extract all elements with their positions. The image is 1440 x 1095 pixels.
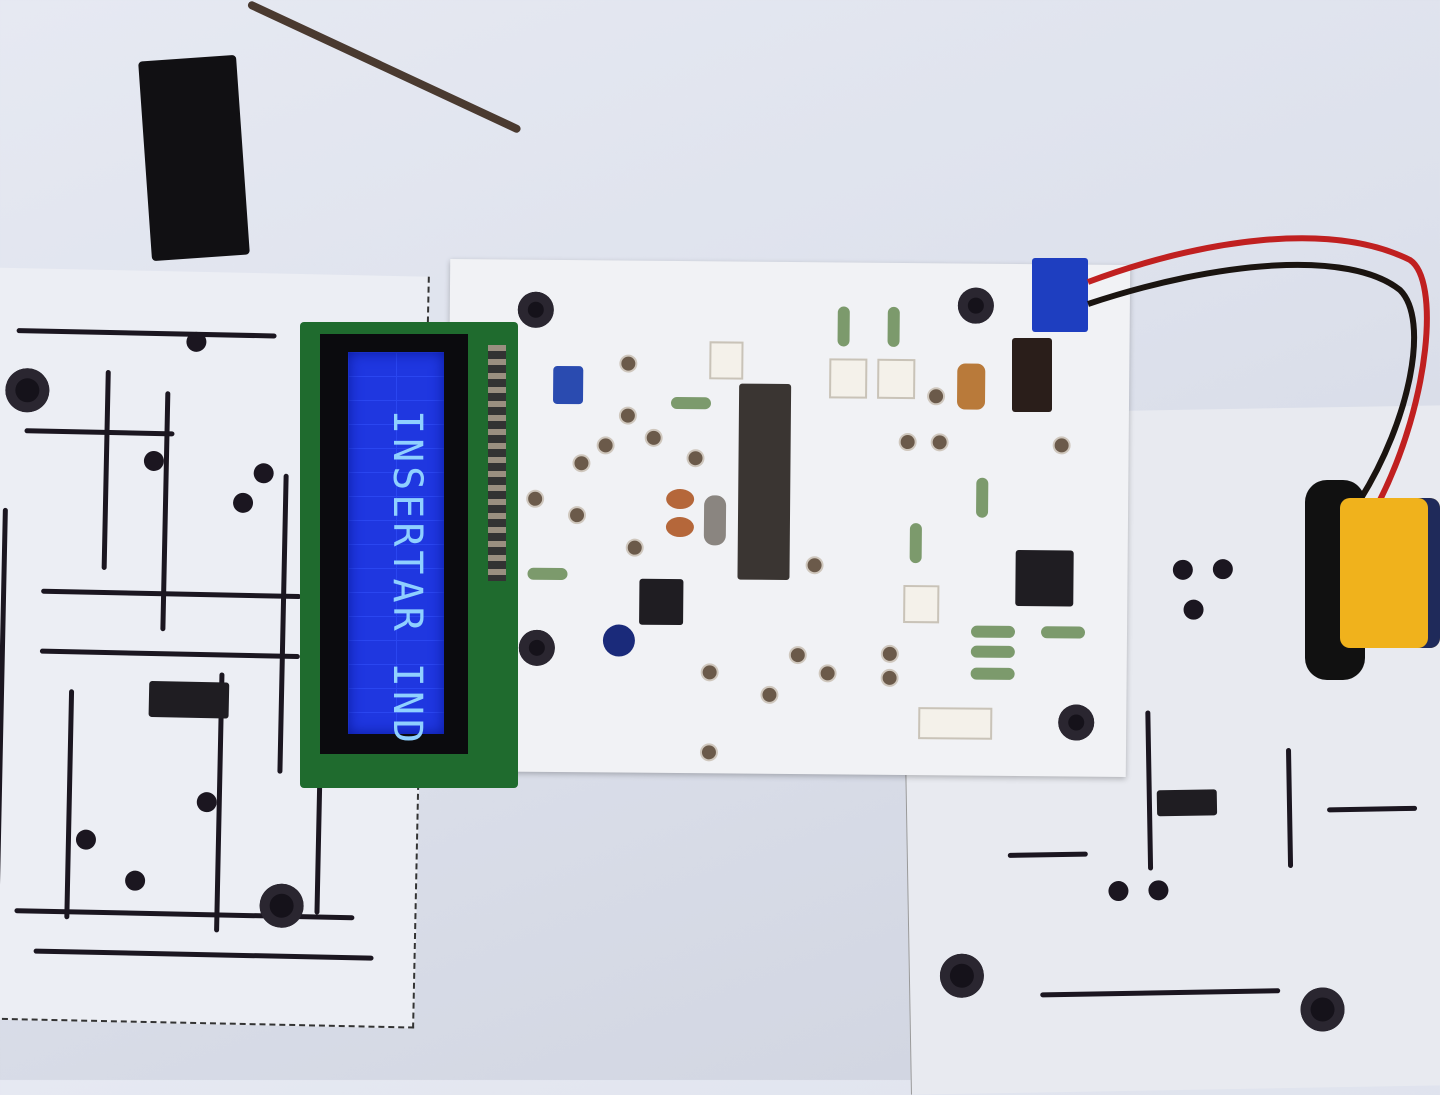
metal-probe [246, 0, 522, 135]
qfn-ic [639, 578, 684, 626]
mounting-hole [259, 883, 305, 929]
antistatic-foam-block [138, 54, 250, 262]
mounting-hole [1300, 987, 1345, 1032]
crystal-oscillator [703, 495, 727, 546]
voltage-regulator [1012, 338, 1052, 412]
jst-connector[interactable] [918, 707, 993, 740]
lcd-header-pins [488, 345, 506, 581]
power-wires [1086, 235, 1430, 502]
lcd-text-line-1: INSERTAR IND [384, 410, 430, 747]
jst-connector[interactable] [877, 358, 916, 400]
trimmer-potentiometer[interactable] [552, 365, 584, 405]
screw-terminal-block[interactable] [1032, 258, 1088, 332]
tantalum-capacitor [956, 363, 986, 410]
mounting-hole [4, 367, 50, 413]
microcontroller-dip28 [737, 383, 792, 581]
jst-connector[interactable] [829, 358, 868, 399]
9v-battery [1340, 498, 1440, 648]
ceramic-capacitor [665, 516, 695, 538]
mounting-hole [939, 953, 985, 999]
led-blue [602, 624, 636, 657]
lcd-screen [348, 352, 444, 734]
jst-connector[interactable] [709, 341, 744, 380]
main-pcb [445, 259, 1131, 777]
dip8-ic [1015, 549, 1074, 607]
ceramic-capacitor [666, 488, 695, 510]
jst-connector[interactable] [903, 585, 940, 624]
